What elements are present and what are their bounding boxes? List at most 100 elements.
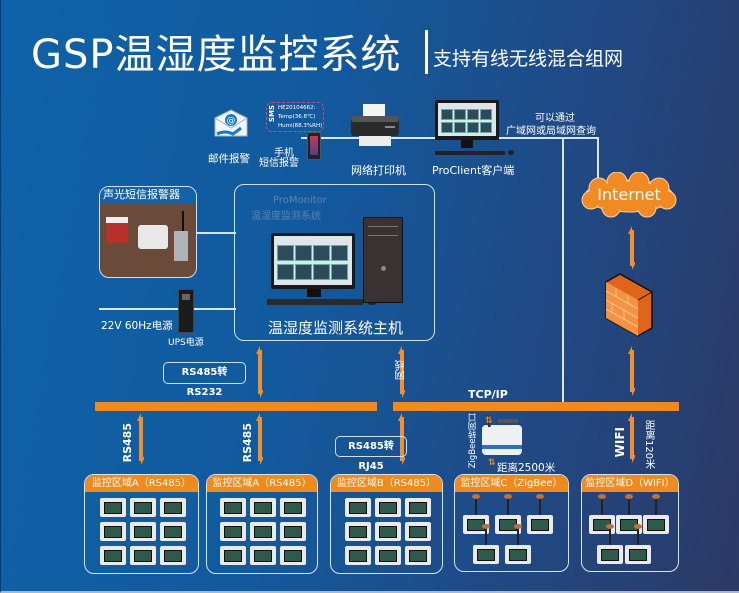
page-subtitle: 支持有线无线混合组网 bbox=[433, 48, 624, 70]
zone-label: 监控区域C（ZigBee） bbox=[455, 475, 568, 492]
title-divider bbox=[425, 30, 428, 74]
wifi-distance-label: 距离120米 bbox=[643, 420, 654, 470]
sensor-icon bbox=[280, 522, 306, 541]
wire-alarm-host bbox=[196, 232, 236, 234]
bidirectional-arrow-icon bbox=[398, 346, 405, 398]
sensor-icon bbox=[159, 522, 186, 541]
zone-label: 监控区域B（RS485） bbox=[331, 475, 442, 492]
sensor-icon bbox=[280, 498, 306, 517]
signal-icon: ⇅ bbox=[485, 416, 493, 426]
sensor-icon bbox=[99, 498, 126, 517]
antenna-icon bbox=[625, 494, 633, 515]
sensor-icon bbox=[280, 546, 306, 565]
sensor-icon bbox=[159, 546, 186, 565]
antenna-icon bbox=[634, 524, 642, 545]
page-title: GSP温湿度监控系统 bbox=[31, 32, 402, 78]
tcpip-bus bbox=[393, 402, 679, 411]
internet-label: Internet bbox=[597, 185, 661, 204]
monitoring-zone: 监控区域B（RS485） bbox=[330, 474, 443, 574]
firewall-icon bbox=[604, 272, 654, 338]
sensor-icon bbox=[597, 545, 623, 564]
network-cable-label: 网线 bbox=[396, 360, 407, 380]
sensor-icon bbox=[129, 498, 156, 517]
antenna-icon bbox=[598, 494, 606, 515]
desktop-monitor-icon bbox=[435, 100, 499, 140]
sensor-icon bbox=[99, 546, 126, 565]
wifi-label: WIFI bbox=[613, 427, 627, 458]
wire-power-host bbox=[99, 308, 236, 310]
bidirectional-arrow-icon bbox=[628, 226, 635, 270]
sms-bubble: SMS HE20104662: Temp(36.8℃) Humi(88.3%RH… bbox=[266, 102, 324, 132]
rs485-rj45-converter-label: RS485转RJ45 bbox=[335, 436, 407, 472]
bidirectional-arrow-icon bbox=[256, 413, 263, 465]
sensor-icon bbox=[344, 546, 371, 565]
sensor-icon bbox=[220, 546, 246, 565]
signal-icon: ⇅ bbox=[488, 458, 496, 468]
sensor-icon bbox=[625, 545, 651, 564]
mouse-icon bbox=[508, 150, 514, 155]
software-name: ProMonitor bbox=[273, 195, 327, 206]
wire-lan-drop bbox=[562, 137, 564, 402]
monitor-stand bbox=[461, 140, 473, 148]
host-monitor-icon bbox=[271, 233, 355, 289]
mains-power-label: 22V 60Hz电源 bbox=[101, 320, 173, 332]
host-keyboard-icon bbox=[267, 299, 363, 305]
antenna-icon bbox=[514, 524, 522, 545]
alarm-device-label: 声光短信报警器 bbox=[100, 187, 196, 203]
sensor-icon bbox=[250, 546, 276, 565]
bidirectional-arrow-icon bbox=[628, 413, 635, 463]
bidirectional-arrow-icon bbox=[256, 346, 263, 398]
mobile-phone-icon bbox=[307, 132, 321, 160]
sensor-icon bbox=[250, 522, 276, 541]
bidirectional-arrow-icon bbox=[137, 413, 144, 465]
sensor-icon bbox=[505, 545, 531, 564]
svg-text:@: @ bbox=[227, 116, 236, 126]
sensor-icon bbox=[473, 545, 499, 564]
sms-alarm-controller-icon bbox=[138, 225, 168, 249]
sms-message: HE20104662: Temp(36.8℃) Humi(88.3%RH) bbox=[278, 104, 322, 131]
remote-query-line1: 可以通过 bbox=[535, 113, 575, 124]
zigbee-distance-label: 距离2500米 bbox=[497, 462, 556, 474]
remote-query-line2: 广域网或局域网查询 bbox=[506, 126, 596, 137]
ups-label: UPS电源 bbox=[168, 338, 204, 348]
sms-alert-label: 短信报警 bbox=[259, 158, 299, 169]
zone-label: 监控区域A（RS485） bbox=[207, 475, 317, 492]
zigbee-gateway-icon bbox=[482, 414, 522, 455]
sms-alert-label-top: 手机 bbox=[274, 148, 294, 159]
rs485-label-zone-a2: RS485 bbox=[241, 423, 254, 463]
modem-antenna bbox=[182, 211, 184, 231]
gsm-modem-icon bbox=[174, 231, 188, 261]
rs485-bus bbox=[95, 402, 377, 411]
email-icon: @ bbox=[211, 108, 251, 140]
client-label: ProClient客户端 bbox=[432, 164, 515, 177]
sms-tag: SMS bbox=[268, 105, 276, 123]
rs485-rs232-converter-label: RS485转RS232 bbox=[163, 362, 246, 398]
sensor-icon bbox=[643, 515, 669, 534]
sensor-icon bbox=[129, 522, 156, 541]
sound-light-alarm-icon bbox=[106, 217, 128, 243]
zone-label: 监控区域A（RS485） bbox=[85, 475, 198, 492]
printer-icon bbox=[349, 102, 401, 150]
antenna-icon bbox=[482, 524, 490, 545]
sensor-icon bbox=[220, 522, 246, 541]
sensor-icon bbox=[129, 546, 156, 565]
antenna-icon bbox=[536, 494, 544, 515]
sensor-icon bbox=[527, 515, 553, 534]
sensor-icon bbox=[99, 522, 126, 541]
email-alert-label: 邮件报警 bbox=[208, 153, 250, 165]
software-subtitle: 温湿度监测系统 bbox=[251, 211, 321, 222]
sensor-icon bbox=[159, 498, 186, 517]
internet-cloud-icon: Internet bbox=[577, 171, 681, 218]
ups-icon bbox=[178, 289, 194, 333]
sms-line-id: HE20104662: bbox=[278, 105, 316, 111]
printer-label: 网络打印机 bbox=[351, 164, 406, 177]
pc-tower-icon bbox=[363, 217, 403, 303]
bidirectional-arrow-icon bbox=[628, 346, 635, 396]
sensor-icon bbox=[374, 522, 401, 541]
sensor-icon bbox=[344, 522, 371, 541]
keyboard-icon bbox=[435, 151, 505, 155]
sensor-icon bbox=[404, 522, 431, 541]
sensor-icon bbox=[404, 498, 431, 517]
wire-to-internet bbox=[597, 137, 599, 187]
